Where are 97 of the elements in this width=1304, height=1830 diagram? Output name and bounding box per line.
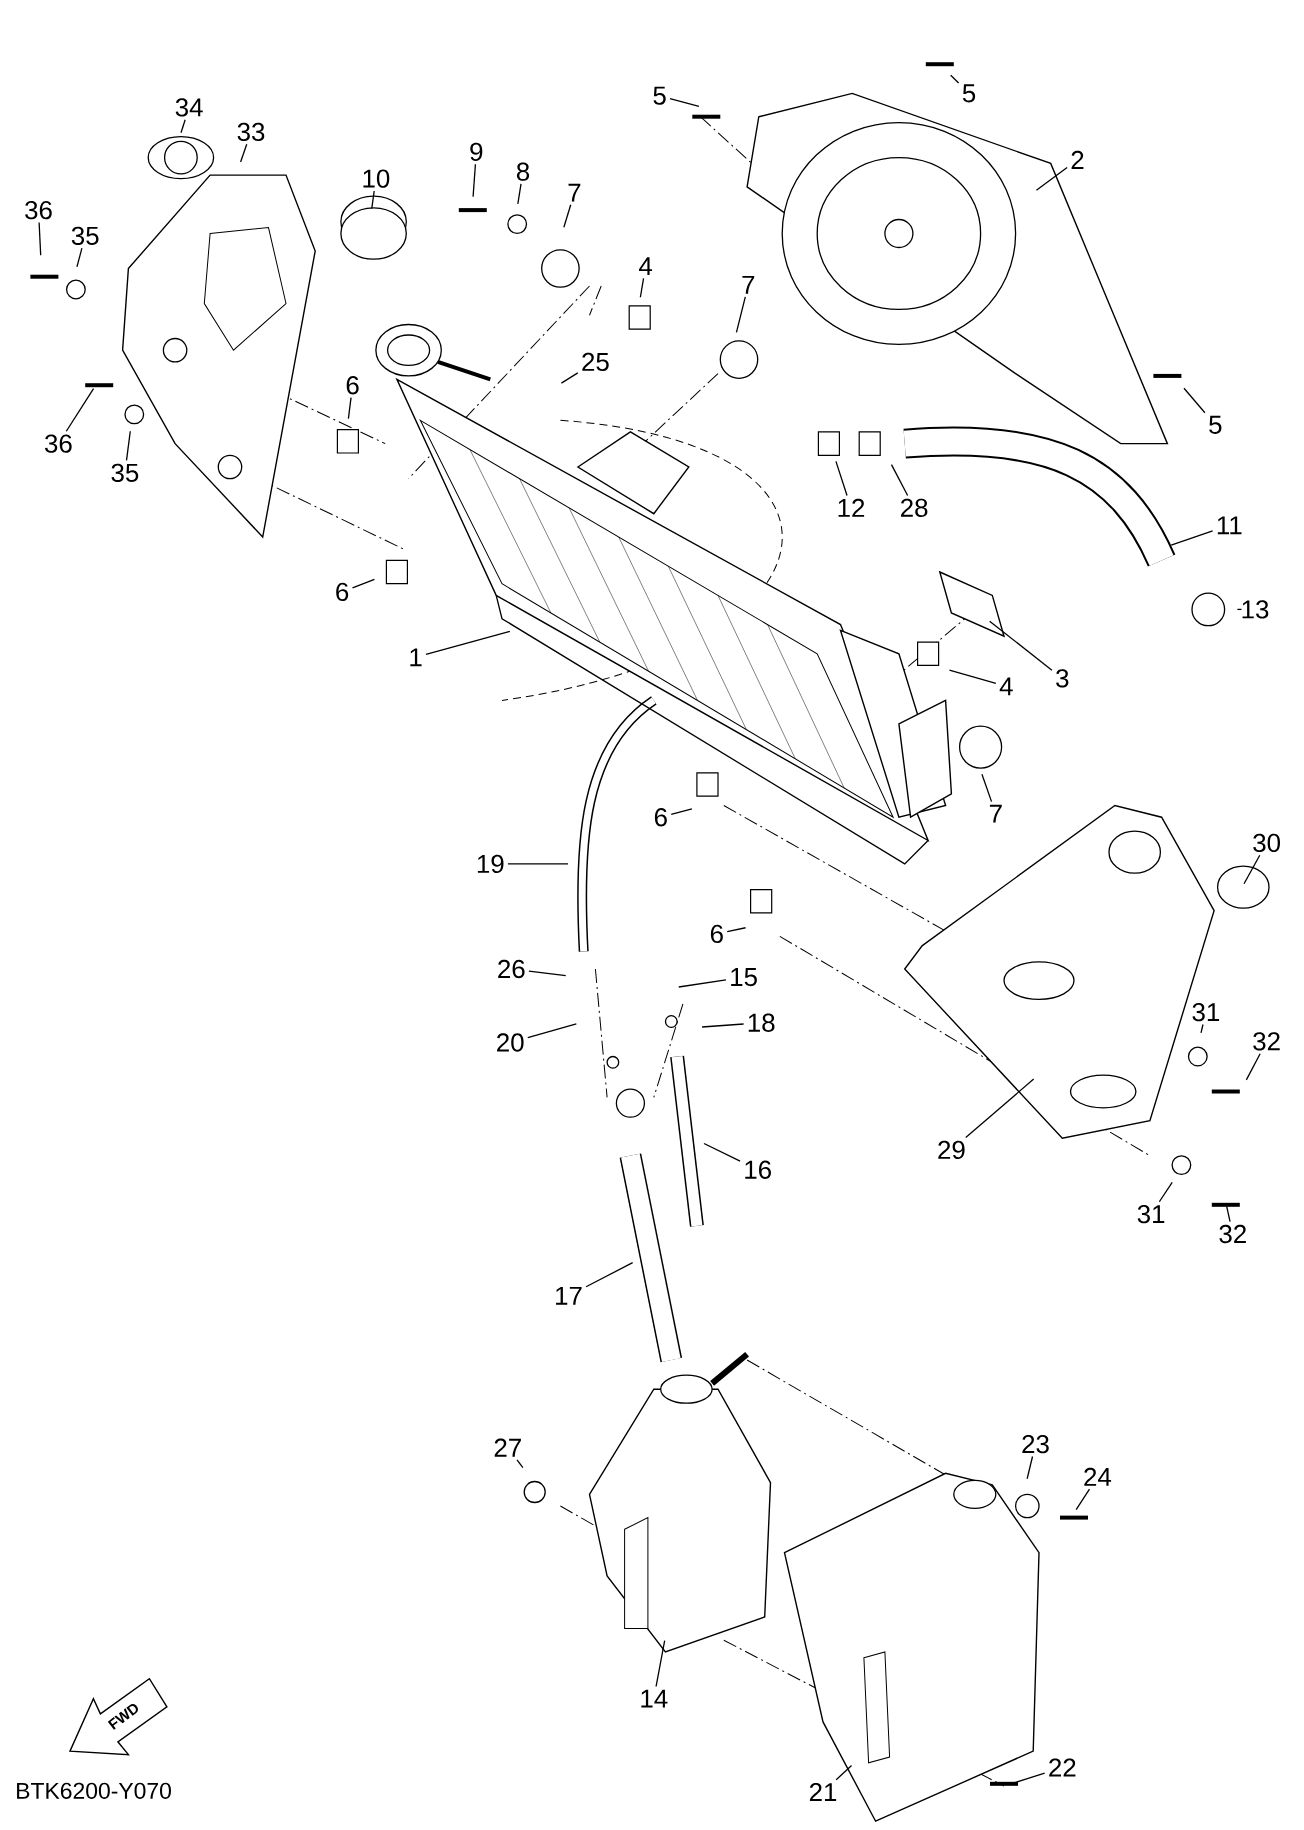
leader-line [655,1640,666,1688]
leader-line [347,396,352,420]
callout-number: 35 [71,226,99,245]
leader-line [528,970,567,977]
leader-line [563,204,572,228]
callout-number: 6 [710,924,723,944]
callout-number: 18 [748,1013,775,1032]
leader-line [1014,1772,1046,1784]
callout-number: 35 [111,463,139,482]
leader-line [965,1078,1035,1139]
callout-number: 24 [1084,1467,1112,1486]
callout-number: 21 [809,1782,837,1802]
callout-number: 8 [516,162,530,181]
leader-line [425,630,511,656]
leader-line [371,190,375,210]
callout-number: 34 [175,98,203,117]
callout-number: 32 [1253,1032,1280,1051]
leader-line [65,387,95,432]
callout-number: 31 [1192,1002,1220,1022]
callout-number: 14 [641,1689,668,1708]
leader-line [351,578,376,589]
callout-number: 2 [1071,150,1084,169]
leader-line [669,97,700,107]
callout-number: 23 [1022,1434,1049,1454]
callout-number: 26 [498,959,525,979]
leader-line [835,460,848,497]
leader-line [585,1262,634,1288]
callout-number: 5 [653,86,666,105]
callout-number: 9 [470,142,483,161]
part-number: BTK6200-Y070 [17,1782,171,1799]
leader-line [989,620,1053,671]
leader-line [472,163,477,198]
callout-number: 6 [346,376,359,395]
leader-line [76,247,83,268]
leader-line [726,927,747,933]
leader-line [948,669,997,685]
callout-number: 13 [1242,600,1269,619]
callout-number: 4 [639,257,653,276]
leader-line [639,277,645,298]
leader-line [560,372,579,384]
leader-line [1158,1181,1173,1203]
callout-number: 36 [45,434,72,453]
leader-line [1236,608,1243,611]
leader-line [1026,1455,1034,1480]
leader-line [678,979,727,988]
leader-line [701,1023,745,1028]
callout-number: 10 [363,169,390,188]
callout-number: 11 [1217,516,1242,535]
callout-number: 19 [477,854,504,874]
callout-number: 28 [901,498,928,517]
callout-number: 6 [654,808,667,827]
callout-number: 1 [410,648,422,667]
callout-number: 7 [742,275,755,294]
callout-number: 27 [494,1438,521,1457]
callout-number: 7 [568,183,581,202]
leader-line [1200,1023,1204,1034]
callout-number: 22 [1049,1758,1076,1777]
callout-number: 6 [336,582,349,602]
callout-number: 30 [1253,833,1280,853]
leader-line [507,863,569,865]
callout-number: 16 [745,1160,771,1179]
leader-line [981,773,993,803]
callout-number: 7 [989,804,1002,823]
leader-line [527,1023,577,1039]
callout-number: 32 [1219,1224,1246,1244]
callout-number: 17 [556,1286,582,1305]
leader-line [835,1764,853,1781]
callout-number: 25 [582,352,609,372]
callout-number: 4 [999,677,1013,696]
callout-number: 3 [1056,669,1069,688]
leader-line [38,221,42,256]
callout-number: 5 [962,84,976,103]
leader-line [1183,387,1206,414]
leader-line [890,464,909,497]
callout-number: 33 [237,122,265,142]
leader-line [1226,1205,1231,1223]
callout-number: 12 [838,498,865,517]
leader-line [239,143,248,163]
leader-line [1245,1053,1261,1081]
leader-line [670,808,693,816]
leader-line [517,183,522,205]
leader-line [180,119,186,134]
leader-line [1035,166,1068,191]
leader-line [735,296,746,333]
leader-line [516,1459,524,1469]
callout-number: 20 [497,1033,524,1052]
leader-line [1170,530,1214,546]
leader-line [125,430,131,462]
callout-number: 15 [731,968,757,987]
leader-line [703,1142,741,1162]
callout-number: 31 [1137,1204,1165,1224]
leader-line [1243,854,1261,885]
callout-number: 5 [1209,415,1222,434]
callout-number: 36 [25,200,52,220]
callout-number: 29 [938,1140,965,1160]
leader-line [1075,1488,1091,1511]
leader-line [950,74,960,84]
